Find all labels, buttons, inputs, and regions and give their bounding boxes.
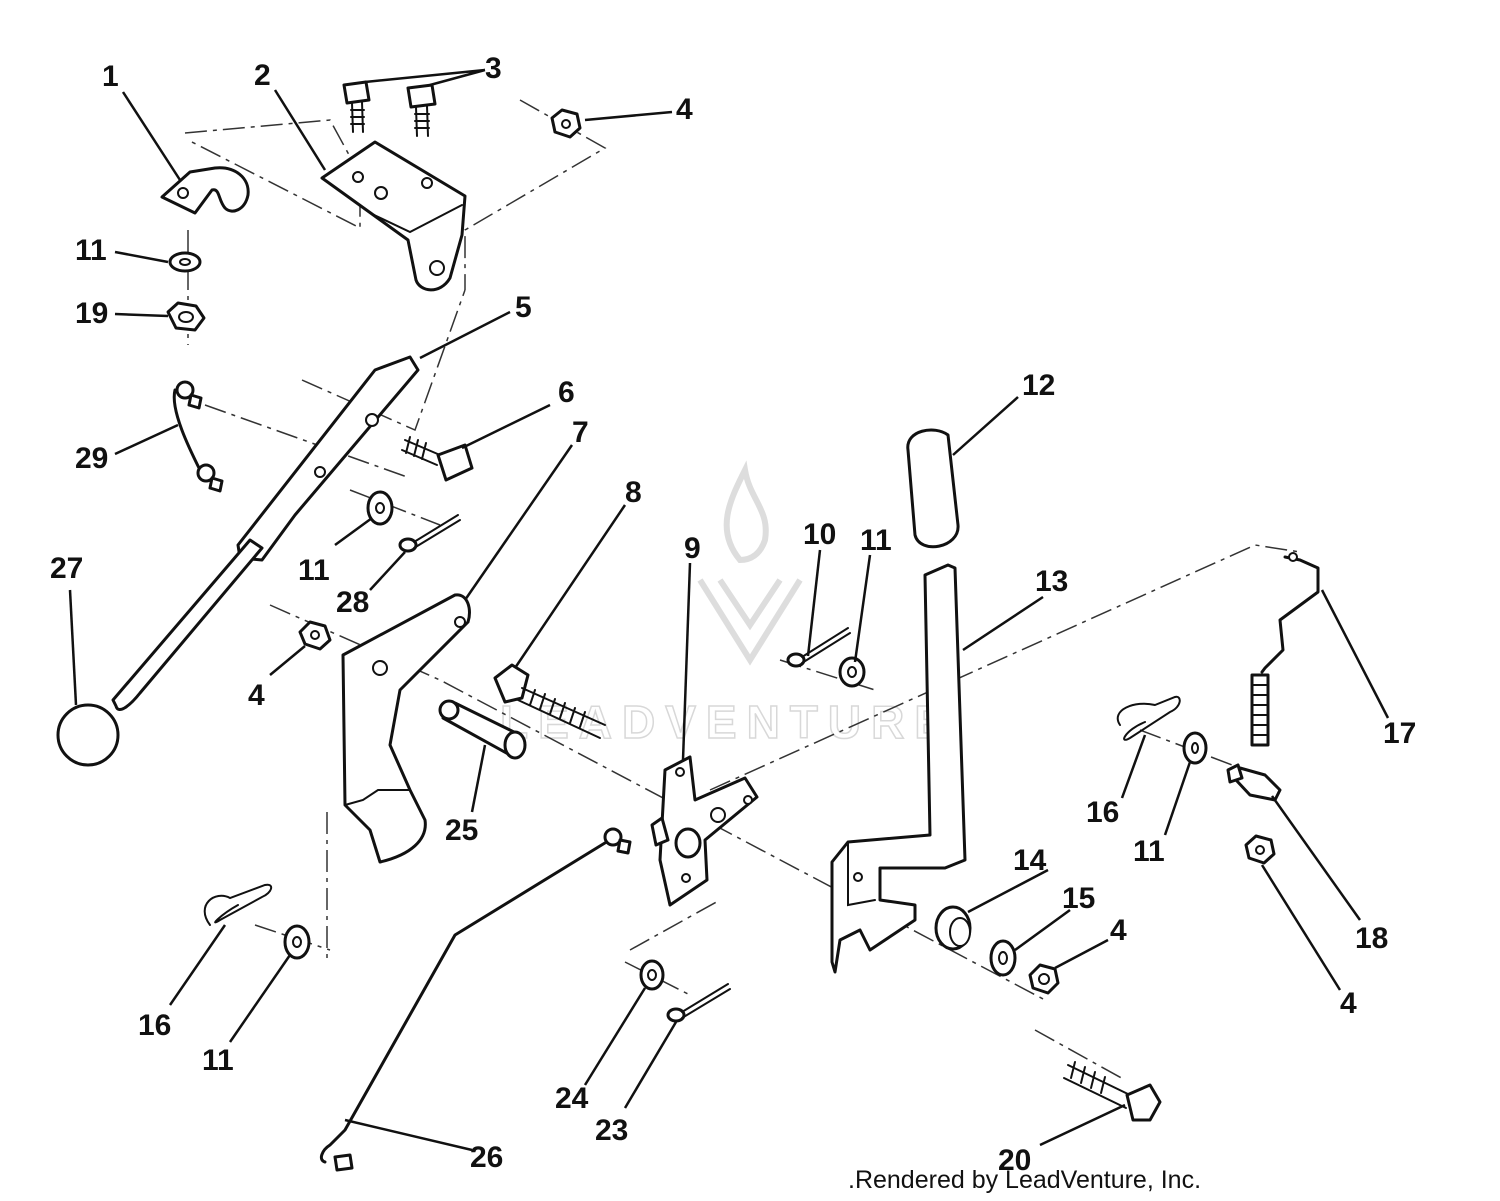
part-28-cotter-pin [398, 514, 461, 553]
callout-13: 13 [1035, 565, 1068, 598]
callout-4d: 4 [1340, 987, 1357, 1020]
callout-11b: 11 [860, 524, 892, 557]
leader-lines [68, 68, 1390, 1152]
callout-14: 14 [1013, 844, 1047, 877]
callout-labels: 1 2 3 4 11 19 5 6 7 29 8 10 11 9 12 13 1… [50, 52, 1416, 1177]
part-23-cotter-pin [666, 983, 731, 1023]
part-13-shift-lever [830, 563, 967, 974]
part-29-link [172, 380, 224, 493]
callout-8: 8 [625, 476, 642, 509]
part-25-sleeve [438, 699, 527, 760]
part-5-lever [111, 355, 420, 711]
callout-7: 7 [572, 416, 589, 449]
callout-9: 9 [684, 532, 701, 565]
part-14-bushing [934, 905, 972, 951]
part-2-bracket [320, 140, 467, 292]
callout-4b: 4 [248, 679, 265, 712]
callout-2: 2 [254, 59, 271, 92]
part-17-rod [1250, 552, 1320, 747]
callout-11c: 11 [298, 554, 330, 587]
part-12-grip [906, 428, 960, 549]
callout-1: 1 [102, 60, 119, 93]
callout-27: 27 [50, 552, 83, 585]
part-9-pivot-plate [650, 755, 759, 907]
callout-3: 3 [485, 52, 502, 85]
part-6-bolt [401, 436, 474, 482]
callout-4c: 4 [1110, 914, 1127, 947]
part-16-hairpins [203, 695, 1181, 926]
part-1-clip [160, 166, 250, 215]
callout-19: 19 [75, 297, 108, 330]
callout-15: 15 [1062, 882, 1095, 915]
callout-11d: 11 [1133, 835, 1165, 868]
callout-6: 6 [558, 376, 575, 409]
part-8-bolt [493, 663, 606, 739]
part-20-bolt [1063, 1061, 1162, 1122]
callout-25: 25 [445, 814, 478, 847]
callout-16b: 16 [138, 1009, 171, 1042]
callout-26: 26 [470, 1141, 503, 1174]
callout-10: 10 [803, 518, 836, 551]
part-18-ferrule [1226, 763, 1282, 802]
callout-11e: 11 [202, 1044, 234, 1077]
callout-23: 23 [595, 1114, 628, 1147]
callout-4a: 4 [676, 93, 693, 126]
credit-text: .Rendered by LeadVenture, Inc. [848, 1166, 1202, 1194]
part-11-washers [168, 251, 1208, 991]
callout-11a: 11 [75, 234, 107, 267]
part-19-nut [166, 301, 206, 332]
part-3-bolts [342, 80, 437, 137]
callout-20: 20 [998, 1144, 1031, 1177]
callout-24: 24 [555, 1082, 589, 1115]
part-15-washer [989, 939, 1017, 977]
callout-17: 17 [1383, 717, 1416, 750]
callout-12: 12 [1022, 369, 1055, 402]
watermark-text: LEADVENTURE [500, 696, 955, 748]
callout-16a: 16 [1086, 796, 1119, 829]
watermark-logo: LEADVENTURE [499, 460, 955, 749]
part-27-knob [56, 703, 120, 767]
part-4-nuts [298, 108, 1276, 995]
callout-28: 28 [336, 586, 369, 619]
callout-18: 18 [1355, 922, 1388, 955]
callout-29: 29 [75, 442, 108, 475]
callout-5: 5 [515, 291, 532, 324]
part-26-control-rod [319, 827, 632, 1172]
part-10-cotter-pin [786, 627, 851, 668]
